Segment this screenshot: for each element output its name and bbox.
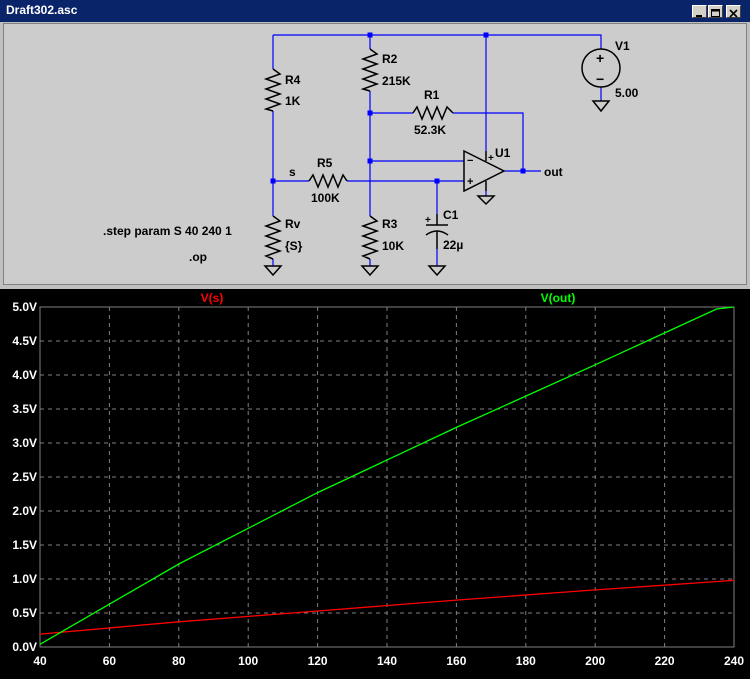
c1-value: 22µ [443, 238, 463, 252]
trace-v-s [39, 579, 735, 635]
v1-ref: V1 [615, 39, 630, 53]
legend-entry[interactable]: V(out) [541, 291, 576, 305]
v1-plus-sign: + [596, 50, 604, 66]
resistor-symbols [263, 48, 454, 260]
u1-minus-pin: − [467, 155, 473, 167]
r1-value: 52.3K [414, 123, 446, 137]
step-directive[interactable]: .step param S 40 240 1 [103, 224, 232, 238]
ground-icons [263, 100, 611, 277]
y-tick-label: 2.5V [12, 470, 37, 484]
r2-ref: R2 [382, 52, 398, 66]
maximize-icon [711, 9, 720, 17]
x-tick-label: 160 [446, 654, 466, 668]
r1-ref: R1 [424, 88, 440, 102]
r5-symbol [308, 173, 348, 189]
junction-dots [270, 32, 526, 184]
y-tick-label: 2.0V [12, 504, 37, 518]
v1-value: 5.00 [615, 86, 639, 100]
x-tick-label: 100 [238, 654, 258, 668]
op-directive[interactable]: .op [189, 250, 207, 264]
x-tick-label: 200 [585, 654, 605, 668]
r4-ref: R4 [285, 73, 301, 87]
window-title-bar[interactable]: Draft302.asc [0, 0, 750, 22]
x-tick-label: 180 [516, 654, 536, 668]
c1-ref: C1 [443, 208, 459, 222]
x-tick-label: 40 [33, 654, 47, 668]
net-label-out: out [544, 165, 563, 179]
net-label-s: s [289, 165, 296, 179]
rv-value: {S} [285, 239, 303, 253]
r2-value: 215K [382, 74, 411, 88]
r5-ref: R5 [317, 156, 333, 170]
axis-ticks: 40 60 80 100 120 140 160 180 200 220 240 0.0V 0.5V 1.… [12, 300, 744, 668]
r3-value: 10K [382, 239, 404, 253]
c1-symbol [425, 214, 449, 249]
minimize-icon [696, 15, 702, 17]
maximize-button[interactable] [708, 5, 723, 18]
plot-traces [39, 306, 735, 645]
u1-ref: U1 [495, 146, 511, 160]
r4-symbol [263, 68, 283, 112]
c1-polarity-sign: + [425, 215, 431, 226]
x-tick-label: 120 [308, 654, 328, 668]
x-tick-label: 140 [377, 654, 397, 668]
pane-splitter[interactable] [0, 285, 750, 289]
y-tick-label: 1.0V [12, 572, 37, 586]
x-tick-label: 60 [103, 654, 117, 668]
y-tick-label: 3.0V [12, 436, 37, 450]
r3-symbol [360, 215, 380, 260]
waveform-plot[interactable]: 40 60 80 100 120 140 160 180 200 220 240 0.0V 0.5V 1.… [0, 289, 750, 679]
close-icon [729, 9, 738, 18]
y-tick-label: 4.5V [12, 334, 37, 348]
ground-icon [360, 265, 380, 277]
trace-v-out [39, 306, 735, 645]
r2-symbol [360, 48, 380, 92]
r1-symbol [412, 105, 454, 121]
rv-symbol [263, 215, 283, 260]
ground-icon [476, 195, 496, 206]
ground-icon [591, 100, 611, 113]
x-tick-label: 220 [655, 654, 675, 668]
v1-minus-sign: − [596, 71, 604, 87]
wires [272, 34, 602, 266]
y-tick-label: 1.5V [12, 538, 37, 552]
rv-ref: Rv [285, 217, 301, 231]
legend-entry[interactable]: V(s) [201, 291, 224, 305]
r4-value: 1K [285, 94, 301, 108]
plot-legend[interactable]: V(s) V(out) [201, 291, 576, 305]
r3-ref: R3 [382, 217, 398, 231]
u1-opamp-symbol [463, 149, 506, 193]
x-tick-label: 80 [172, 654, 186, 668]
r5-value: 100K [311, 191, 340, 205]
minimize-button[interactable] [692, 5, 707, 18]
schematic-canvas[interactable]: R4 1K R2 215K R1 52.3K R5 100K R3 10K Rv… [4, 24, 747, 285]
v1-source-symbol [581, 48, 621, 88]
waveform-plot-pane[interactable]: 40 60 80 100 120 140 160 180 200 220 240 0.0V 0.5V 1.… [0, 289, 750, 679]
x-tick-label: 240 [724, 654, 744, 668]
y-tick-label: 5.0V [12, 300, 37, 314]
close-button[interactable] [726, 5, 741, 18]
schematic-pane[interactable]: R4 1K R2 215K R1 52.3K R5 100K R3 10K Rv… [3, 23, 747, 285]
y-tick-label: 3.5V [12, 402, 37, 416]
u1-plus-pin: + [467, 176, 473, 188]
y-tick-label: 0.5V [12, 606, 37, 620]
ground-icon [427, 265, 447, 277]
y-tick-label: 4.0V [12, 368, 37, 382]
u1-supply-plus: + [488, 153, 494, 164]
ground-icon [263, 265, 283, 277]
plot-grid [39, 306, 735, 648]
window-title: Draft302.asc [6, 3, 78, 17]
y-tick-label: 0.0V [12, 640, 37, 654]
